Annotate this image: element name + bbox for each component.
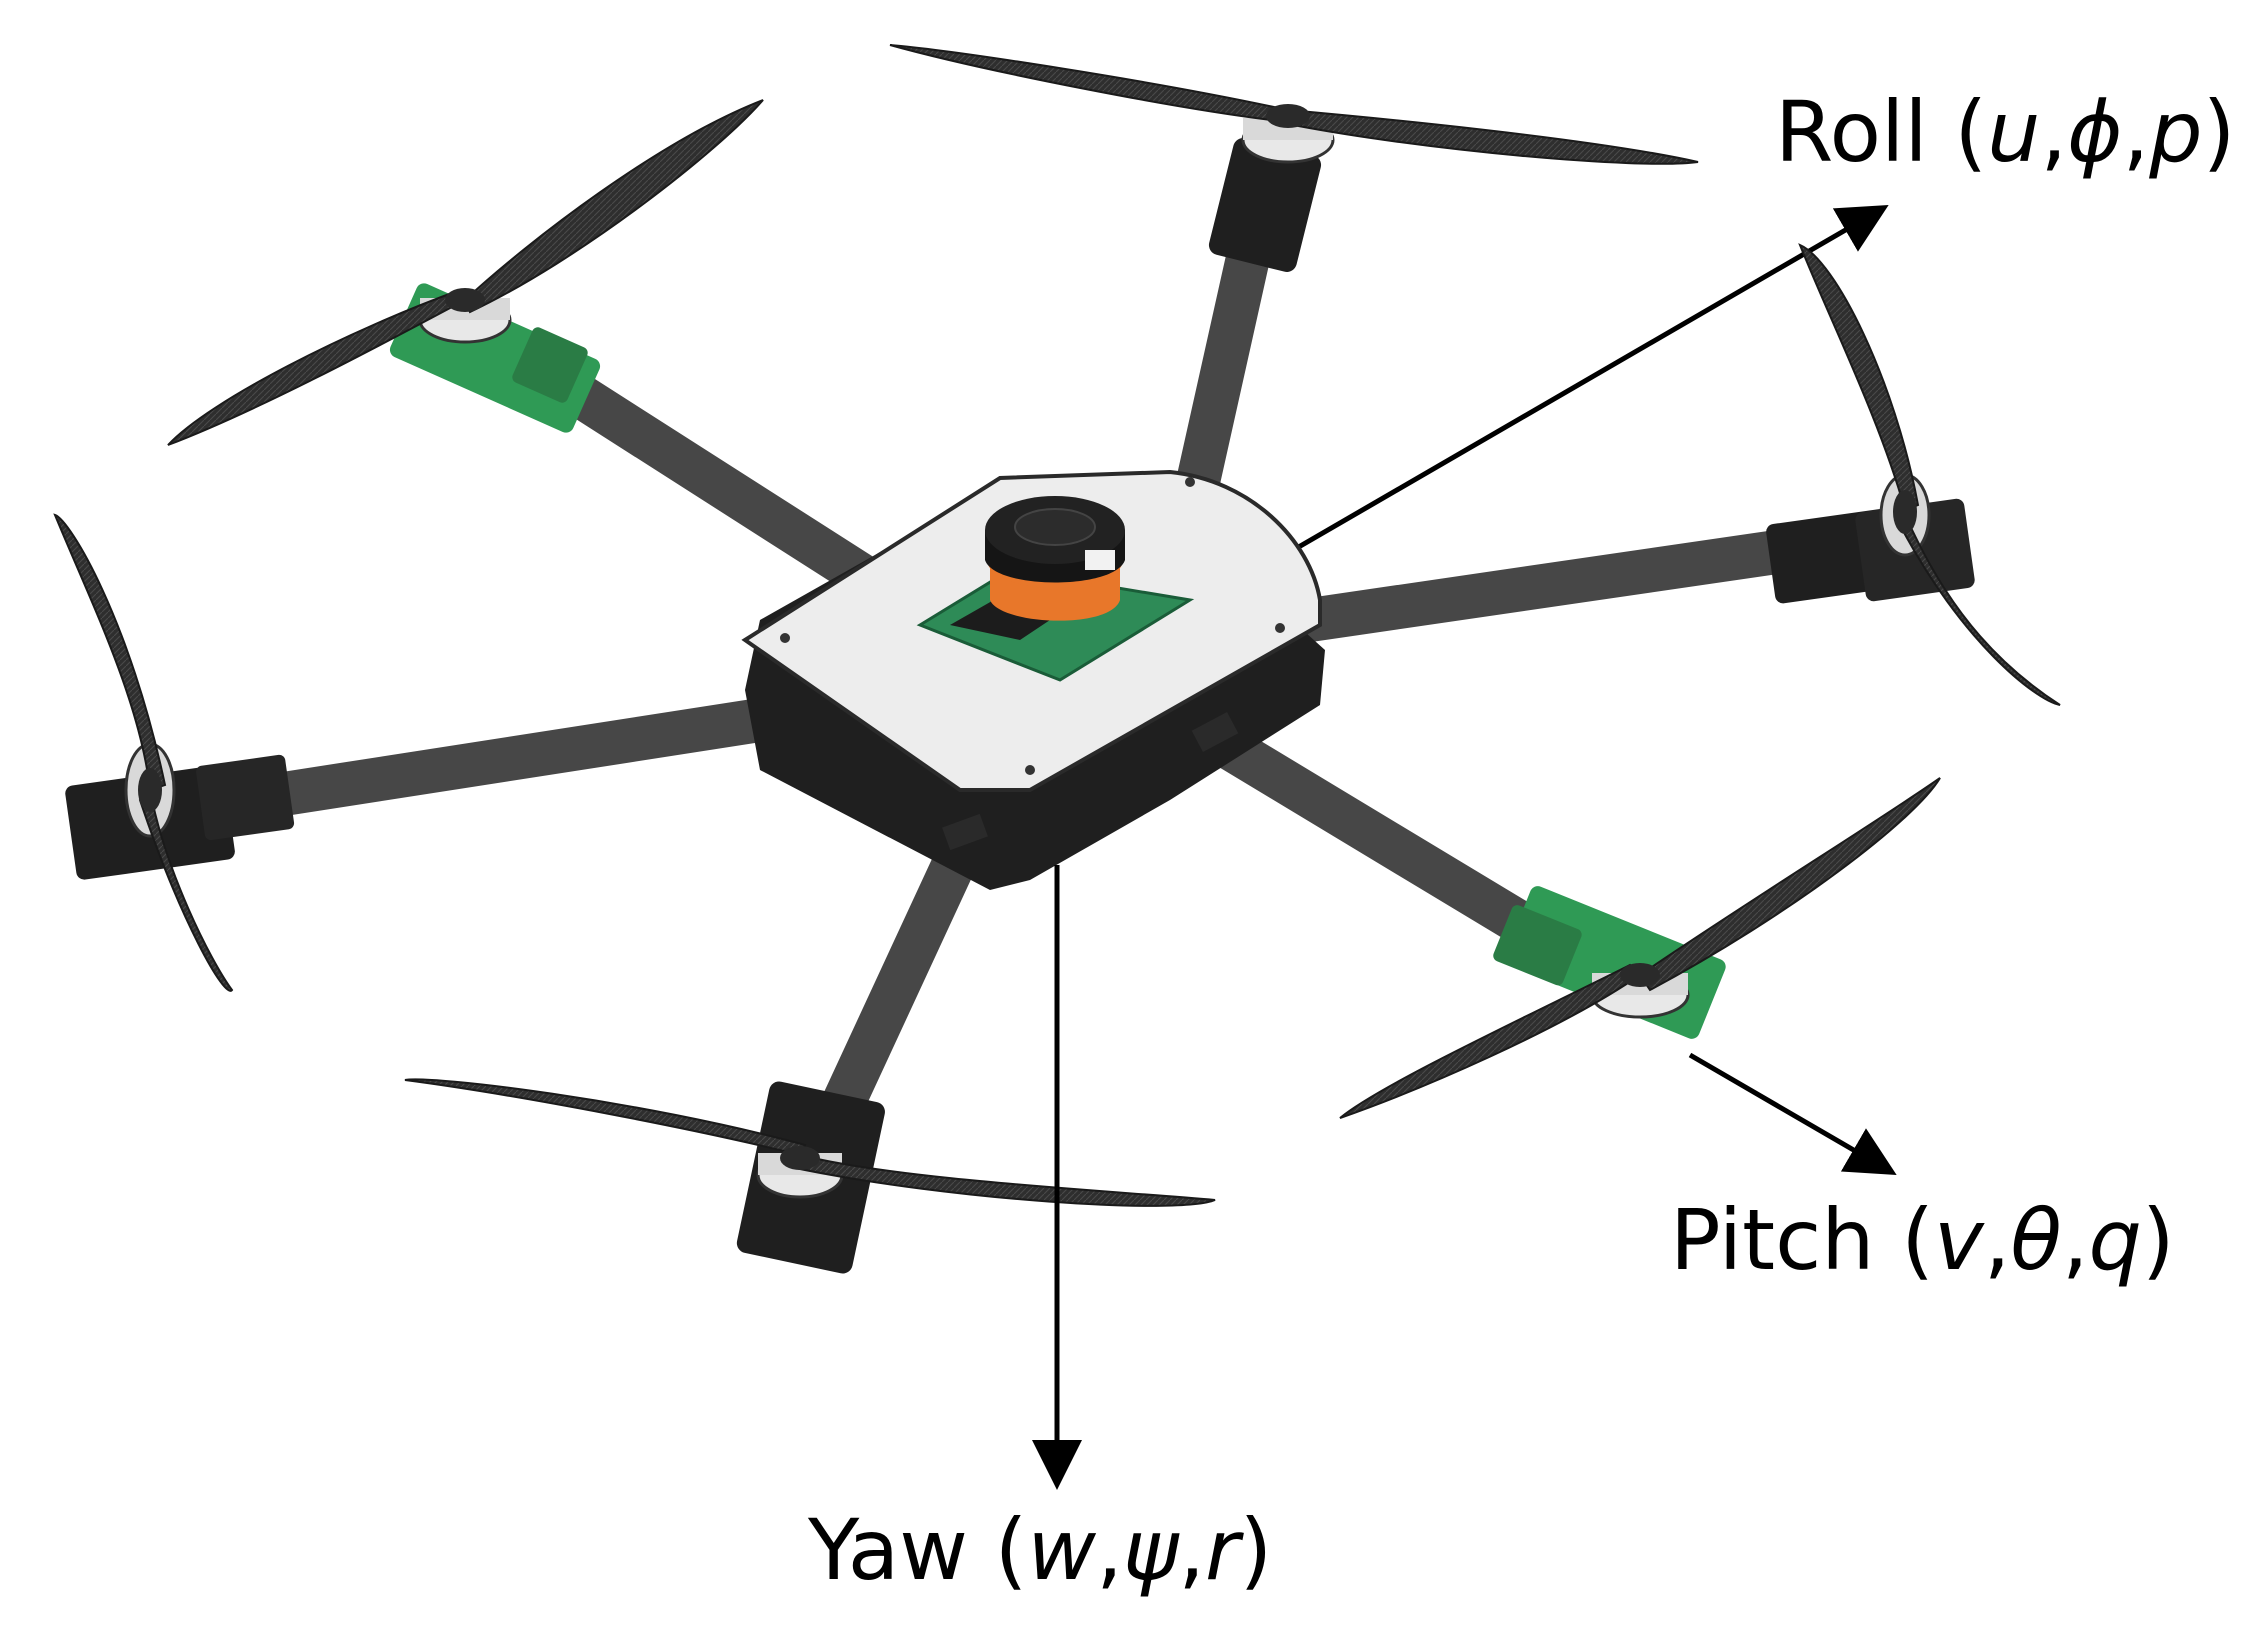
yaw-label: Yaw (w,ψ,r) xyxy=(808,1501,1273,1599)
propeller-top xyxy=(889,44,1699,165)
arm-lower-right xyxy=(1178,708,1562,957)
arm-right xyxy=(1288,528,1812,642)
pitch-label: Pitch (v,θ,q) xyxy=(1670,1191,2175,1289)
motor-mount-right xyxy=(1766,473,1975,604)
propeller-left xyxy=(53,513,234,992)
propellers xyxy=(53,44,2061,1207)
pitch-axis-arrow xyxy=(1688,1052,1897,1176)
propeller-lower-right xyxy=(1339,777,1941,1119)
arm-upper-left xyxy=(518,348,922,622)
central-body xyxy=(741,469,1325,890)
arm-left xyxy=(223,698,782,822)
motor-mount-upper-left xyxy=(389,283,601,433)
propeller-upper-left xyxy=(167,99,764,446)
sensor-pcb xyxy=(916,568,1195,682)
motor-mount-top xyxy=(1208,116,1335,272)
propeller-bottom xyxy=(404,1078,1216,1207)
motor-mount-left xyxy=(65,742,295,880)
roll-axis-arrow xyxy=(1288,204,1889,555)
lidar-sensor xyxy=(985,496,1125,621)
arm-bottom xyxy=(818,818,987,1132)
roll-label: Roll (u,ϕ,p) xyxy=(1775,83,2236,181)
propeller-right xyxy=(1798,243,2061,706)
